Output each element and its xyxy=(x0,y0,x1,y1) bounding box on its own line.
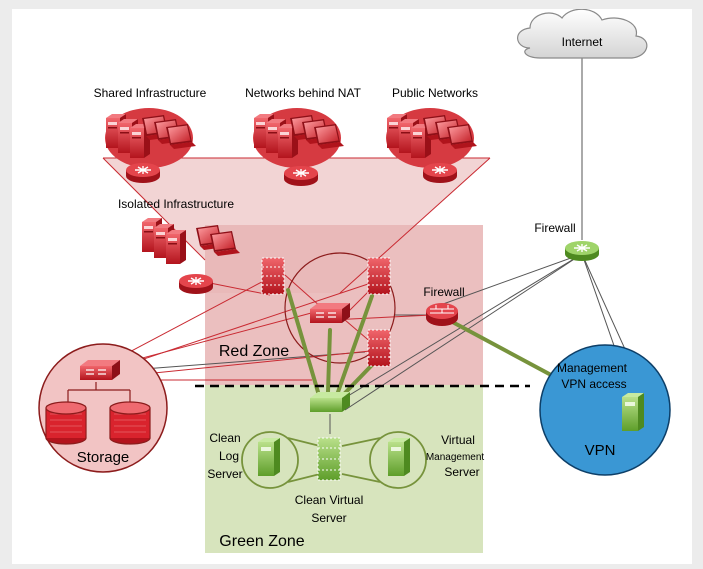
storage-links xyxy=(67,382,131,404)
virtual-mgmt-label-1: Virtual xyxy=(441,433,475,447)
firewall-top-label: Firewall xyxy=(534,221,575,235)
green-zone-label: Green Zone xyxy=(219,533,304,550)
clean-log-label-3: Server xyxy=(207,467,242,481)
virtual-server-stack-icon xyxy=(261,257,285,295)
database-icon xyxy=(45,401,87,445)
shared-infrastructure-label: Shared Infrastructure xyxy=(94,86,207,100)
clean-log-label-2: Log xyxy=(219,449,239,463)
virtual-server-stack-icon xyxy=(367,257,391,295)
mgmt-vpn-label-1: Management xyxy=(557,361,628,375)
diagram-canvas: Storage Management VPN access VPN Intern… xyxy=(12,8,692,564)
green-switch-icon xyxy=(310,392,350,412)
virtual-management-server-icon xyxy=(388,438,410,476)
vpn-circle xyxy=(539,344,671,476)
vpn-label: VPN xyxy=(585,442,616,459)
network-diagram: Storage Management VPN access VPN Intern… xyxy=(38,8,671,553)
firewall-top-icon xyxy=(564,240,600,262)
mgmt-vpn-label-2: VPN access xyxy=(561,377,626,391)
networks-behind-nat-label: Networks behind NAT xyxy=(245,86,361,100)
clean-virtual-server-icon xyxy=(317,437,341,481)
virtual-mgmt-label-2: Management xyxy=(426,452,485,463)
virtual-mgmt-label-3: Server xyxy=(444,465,479,479)
core-switch-icon xyxy=(309,302,351,324)
internet-label: Internet xyxy=(562,35,603,49)
green-zone xyxy=(205,385,483,553)
public-networks-label: Public Networks xyxy=(392,86,478,100)
cloud-icon xyxy=(517,8,648,59)
storage-label: Storage xyxy=(77,449,130,466)
clean-log-label-1: Clean xyxy=(209,431,240,445)
firewall-icon xyxy=(426,303,458,326)
database-icon xyxy=(109,401,151,445)
clean-log-server-icon xyxy=(258,438,280,476)
clean-virtual-label-1: Clean Virtual xyxy=(295,493,363,507)
isolated-infrastructure-label: Isolated Infrastructure xyxy=(118,197,234,211)
firewall-red-label: Firewall xyxy=(423,285,464,299)
clean-virtual-label-2: Server xyxy=(311,511,346,525)
virtual-server-stack-icon xyxy=(367,329,391,367)
vpn-access-server-icon xyxy=(622,393,644,431)
storage-switch-icon xyxy=(79,359,121,381)
red-zone-label: Red Zone xyxy=(219,343,289,360)
red-zone-core-circle xyxy=(284,252,396,364)
green-zone-server-ring xyxy=(241,431,427,489)
green-links xyxy=(286,288,622,414)
